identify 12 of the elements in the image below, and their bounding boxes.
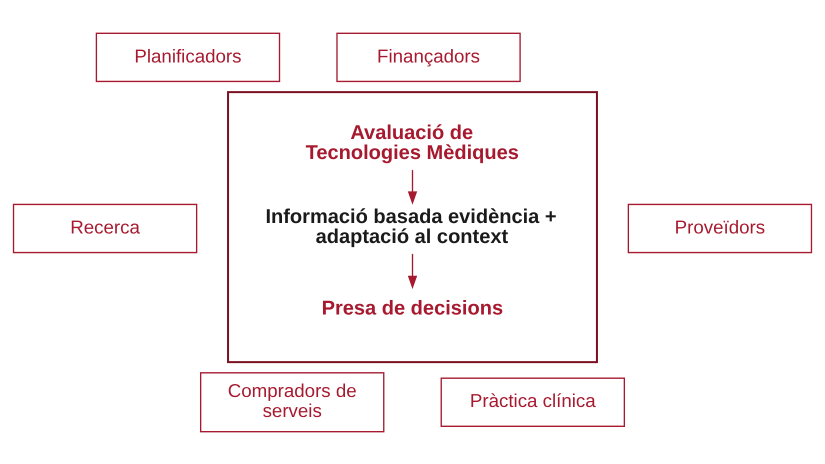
node-box: Proveïdors (628, 203, 812, 253)
node-text: Avaluació de Tecnologies Mèdiques (306, 121, 519, 164)
node-box: Recerca (12, 203, 198, 253)
node-box: Planificadors (96, 32, 280, 82)
node-box: Finançadors (336, 32, 521, 82)
arrow (408, 170, 418, 204)
arrow (408, 253, 418, 289)
cluster (227, 90, 598, 363)
node-text: Informació basada evidència + adaptació al context (265, 206, 557, 248)
node-box: Compradors de serveis (200, 372, 384, 432)
node-text: Presa de decisions (322, 297, 504, 320)
node-box: Pràctica clínica (440, 377, 626, 426)
